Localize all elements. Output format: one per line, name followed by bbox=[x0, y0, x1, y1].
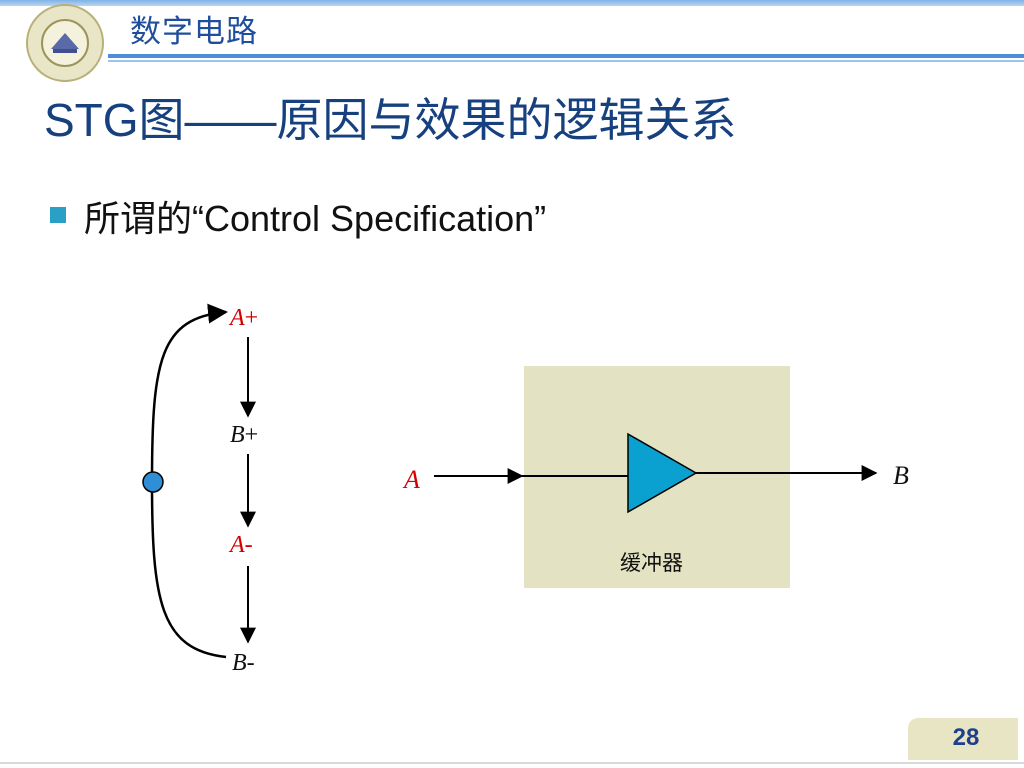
stg-event-a-minus: A- bbox=[228, 532, 253, 558]
course-title: 数字电路 bbox=[130, 14, 258, 50]
header-divider-secondary bbox=[108, 60, 1024, 62]
university-logo-icon bbox=[26, 4, 104, 82]
header-divider bbox=[108, 54, 1024, 58]
bullet-text: 所谓的“Control Specification” bbox=[84, 198, 547, 239]
buffer-output-label: B bbox=[893, 461, 909, 490]
slide-title: STG图——原因与效果的逻辑关系 bbox=[44, 94, 737, 146]
stg-token bbox=[142, 471, 164, 493]
buffer-triangle-icon bbox=[627, 432, 698, 514]
logo-emblem bbox=[41, 19, 89, 67]
buffer-input-label: A bbox=[402, 465, 420, 494]
stg-event-b-plus: B+ bbox=[230, 422, 258, 448]
stg-event-b-minus: B- bbox=[232, 650, 255, 676]
footer-divider bbox=[0, 762, 1024, 764]
stg-event-a-plus: A+ bbox=[228, 305, 258, 331]
logo-symbol-icon bbox=[51, 33, 79, 53]
bullet-square-icon bbox=[50, 207, 66, 223]
buffer-box-label: 缓冲器 bbox=[620, 551, 683, 575]
page-number: 28 bbox=[952, 724, 980, 751]
top-color-band bbox=[0, 0, 1024, 6]
page-number-tab bbox=[908, 718, 1018, 760]
